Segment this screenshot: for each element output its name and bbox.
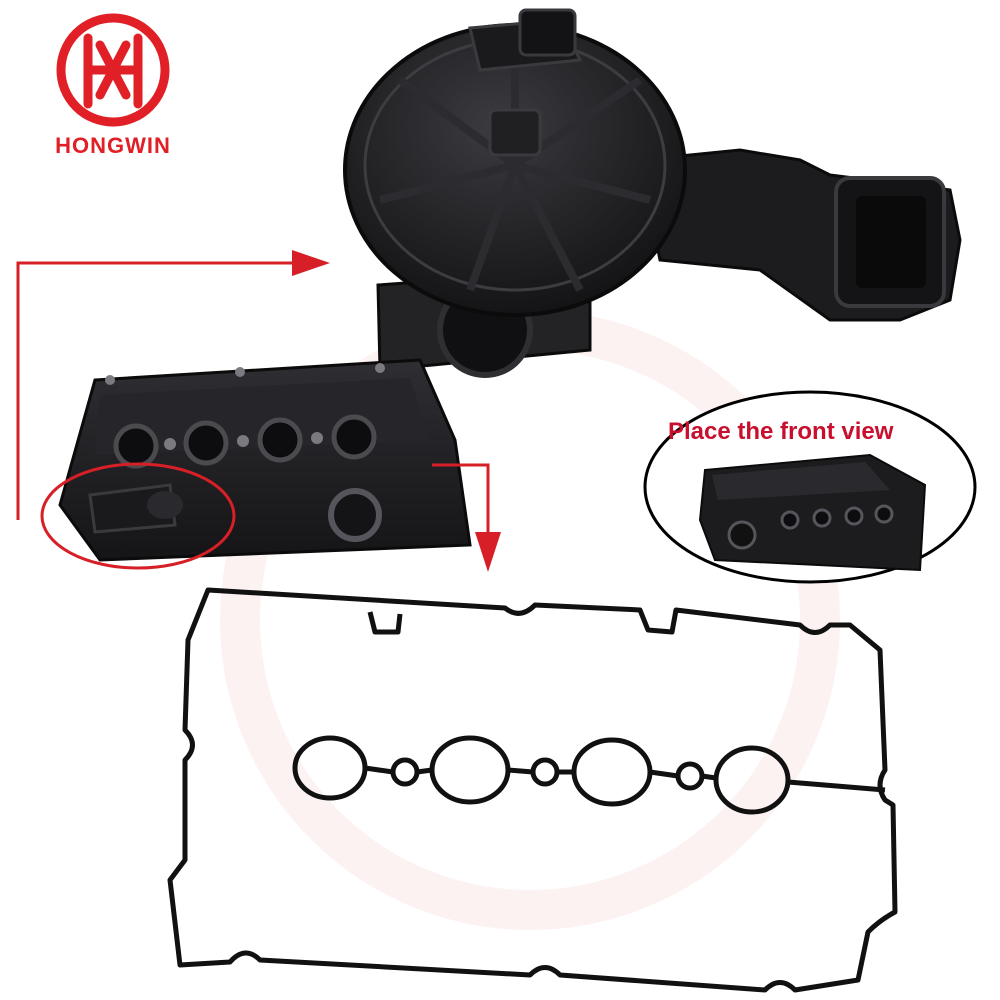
hongwin-logo-icon <box>56 13 170 127</box>
callout-text: Place the front view <box>668 418 894 445</box>
arrow-down-icon <box>432 463 501 572</box>
valve-cover-part <box>40 358 472 570</box>
brand-name: HONGWIN <box>55 133 171 158</box>
arrow-right-icon <box>16 250 330 520</box>
front-view-callout <box>643 390 977 584</box>
valve-cover-gasket <box>167 587 898 993</box>
pcv-valve-part <box>343 8 962 378</box>
